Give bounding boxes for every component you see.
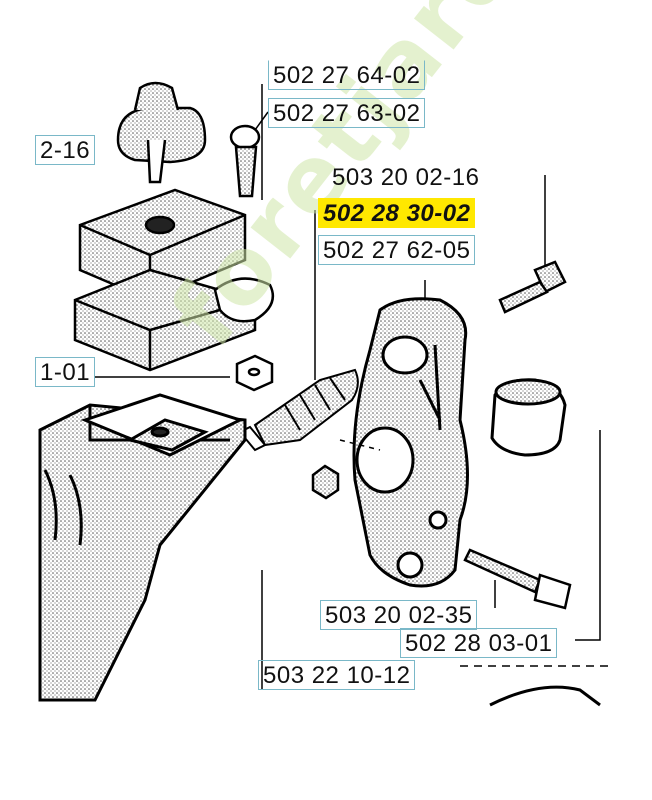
part-label-502-27-64-02: 502 27 64-02 (268, 60, 426, 90)
clamp-lower (73, 268, 275, 372)
clamp-upper (78, 188, 247, 302)
cap-screw-top (229, 124, 261, 198)
part-label-502-27-62-05: 502 27 62-05 (318, 235, 476, 265)
bar-housing (38, 393, 247, 702)
part-label-1-01: 1-01 (35, 357, 96, 387)
leader-lines (95, 84, 610, 690)
part-label-502-27-63-02: 502 27 63-02 (268, 98, 426, 128)
tensioner-plate (352, 297, 469, 588)
part-label-503-20-02-35: 503 20 02-35 (320, 600, 478, 630)
corner-part (489, 685, 601, 707)
part-label-502-28-30-02: 502 28 30-02 (318, 198, 476, 228)
part-label-503-20-02-16: 503 20 02-16 (332, 164, 480, 191)
bolt-right (498, 260, 567, 314)
part-label-503-22-10-12: 503 22 10-12 (258, 660, 416, 690)
bolt-bottom (463, 548, 572, 610)
part-label-2-16: 2-16 (35, 135, 96, 165)
knob-part (116, 81, 207, 184)
square-nut (235, 354, 274, 392)
part-label-502-28-03-01: 502 28 03-01 (400, 628, 558, 658)
hex-nut (311, 464, 340, 500)
bushing-sleeve (490, 378, 567, 457)
